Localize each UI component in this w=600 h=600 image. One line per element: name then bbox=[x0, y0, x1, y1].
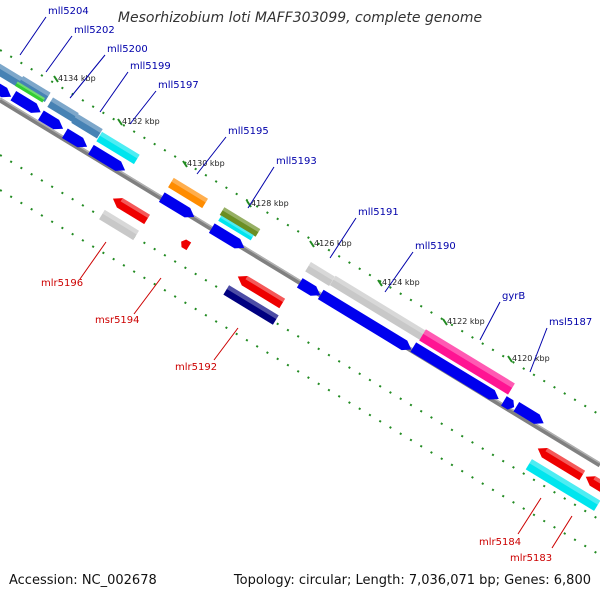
scale-tick-label: 4124 kbp bbox=[382, 278, 420, 287]
feature-steelblue-3 bbox=[47, 97, 79, 123]
scale-tick-label: 4132 kbp bbox=[122, 117, 160, 126]
forward-cds-12 bbox=[513, 401, 544, 424]
reverse-gene-label: mlr5184 bbox=[479, 537, 521, 548]
forward-gene-label: mll5199 bbox=[130, 61, 171, 72]
reverse-cds-red-small bbox=[181, 239, 192, 251]
scale-tick-label: 4120 kbp bbox=[512, 354, 550, 363]
forward-gene-label: mll5190 bbox=[415, 241, 456, 252]
feature-orange bbox=[168, 177, 208, 209]
reverse-label-leader bbox=[551, 515, 573, 549]
forward-gene-label: msl5187 bbox=[549, 317, 592, 328]
forward-cds-4 bbox=[62, 128, 88, 148]
forward-label-leader bbox=[19, 16, 47, 56]
reverse-cyan bbox=[525, 459, 600, 511]
forward-label-leader bbox=[479, 301, 501, 341]
feature-gray-1 bbox=[305, 262, 335, 286]
reverse-label-leader bbox=[133, 277, 162, 315]
scale-tick-mark bbox=[53, 75, 59, 83]
forward-label-leader bbox=[129, 90, 157, 125]
reverse-cds-red-2 bbox=[237, 275, 286, 309]
feature-green bbox=[15, 81, 45, 103]
forward-cds-11 bbox=[501, 396, 515, 410]
reverse-gene-label: mlr5183 bbox=[510, 553, 552, 564]
feature-pink bbox=[419, 329, 515, 395]
forward-label-leader bbox=[196, 136, 227, 175]
scale-tick-mark bbox=[246, 200, 252, 208]
scale-tick-mark bbox=[309, 240, 315, 248]
feature-steelblue-4 bbox=[71, 113, 103, 139]
feature-track bbox=[0, 61, 600, 511]
scale-tick-mark bbox=[442, 318, 448, 326]
feature-olive bbox=[219, 207, 261, 237]
feature-steelblue-2 bbox=[17, 75, 51, 103]
reverse-cds-red-1 bbox=[112, 198, 150, 225]
forward-gene-label: mll5200 bbox=[107, 44, 148, 55]
forward-cds-7 bbox=[208, 223, 245, 249]
feature-cyan-1 bbox=[96, 131, 140, 165]
feature-gray-2 bbox=[329, 275, 427, 341]
forward-cds-10 bbox=[410, 342, 499, 400]
forward-cds-6 bbox=[158, 192, 195, 218]
reverse-label-leader bbox=[213, 327, 239, 361]
forward-label-leader bbox=[45, 35, 73, 73]
genome-stats-text: Topology: circular; Length: 7,036,071 bp… bbox=[233, 573, 591, 588]
feature-steelblue-1 bbox=[0, 61, 25, 89]
reverse-cds-red-4 bbox=[585, 476, 600, 494]
reverse-gene-label: msr5194 bbox=[95, 315, 140, 326]
reverse-navy bbox=[223, 285, 279, 325]
reverse-label-leader bbox=[79, 241, 107, 280]
forward-label-leader bbox=[99, 71, 129, 113]
reverse-gray-1 bbox=[99, 209, 139, 241]
scale-tick-label: 4122 kbp bbox=[447, 317, 485, 326]
accession-text: Accession: NC_002678 bbox=[9, 573, 157, 588]
forward-cds-2 bbox=[10, 90, 41, 113]
scale-tick-label: 4126 kbp bbox=[314, 239, 352, 248]
forward-cds-9 bbox=[317, 289, 412, 351]
scale-tick-label: 4128 kbp bbox=[251, 199, 289, 208]
forward-cds-5 bbox=[88, 144, 126, 171]
forward-gene-label: mll5204 bbox=[48, 6, 89, 17]
feature-cyan-2 bbox=[218, 215, 254, 241]
forward-gene-label: mll5197 bbox=[158, 80, 199, 91]
map-title: Mesorhizobium loti MAFF303099, complete … bbox=[118, 10, 482, 26]
reverse-label-leader bbox=[517, 497, 542, 535]
forward-label-leader bbox=[529, 327, 548, 373]
forward-gene-label: mll5195 bbox=[228, 126, 269, 137]
reverse-cds-red-3 bbox=[537, 447, 586, 481]
mid-dotted-track bbox=[0, 154, 600, 521]
scale-tick-label: 4134 kbp bbox=[58, 74, 96, 83]
reverse-gene-label: mlr5192 bbox=[175, 362, 217, 373]
forward-cds-3 bbox=[38, 110, 64, 130]
forward-cds-1 bbox=[0, 78, 12, 98]
forward-gene-label: mll5193 bbox=[276, 156, 317, 167]
forward-label-leader bbox=[247, 166, 275, 209]
inner-dotted-track bbox=[0, 189, 600, 556]
forward-gene-label: mll5191 bbox=[358, 207, 399, 218]
forward-label-leader bbox=[384, 251, 414, 293]
forward-gene-label: gyrB bbox=[502, 291, 525, 302]
scale-tick-mark bbox=[377, 279, 383, 287]
scale-tick-mark bbox=[507, 355, 513, 363]
forward-label-leader bbox=[329, 217, 357, 259]
forward-gene-label: mll5202 bbox=[74, 25, 115, 36]
forward-cds-8 bbox=[296, 278, 321, 296]
scale-tick-mark bbox=[117, 118, 123, 126]
reverse-gene-label: mlr5196 bbox=[41, 278, 83, 289]
scale-tick-mark bbox=[182, 160, 188, 168]
forward-label-leader bbox=[69, 54, 106, 99]
